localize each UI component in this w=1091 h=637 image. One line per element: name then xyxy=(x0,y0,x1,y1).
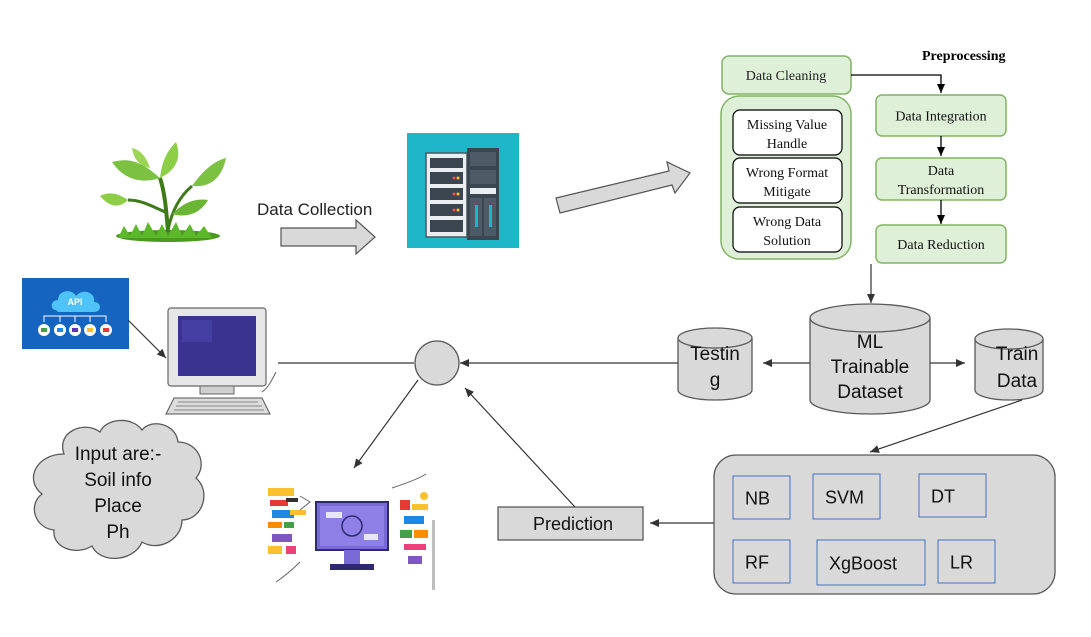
data-cleaning-label: Data Cleaning xyxy=(746,69,826,84)
input-cloud xyxy=(32,419,205,559)
data-collection-label: Data Collection xyxy=(257,200,372,219)
hub-circle xyxy=(414,340,460,386)
server-icon xyxy=(407,133,519,248)
model-box xyxy=(732,539,791,584)
input-cloud-label: Place xyxy=(94,496,142,517)
api-to-computer-connector xyxy=(127,319,167,359)
train-data-label: Train xyxy=(996,344,1039,365)
model-label: SVM xyxy=(825,488,864,508)
cleaning-item-label: Handle xyxy=(767,137,807,152)
model-label: DT xyxy=(931,487,955,507)
preprocessing-step-label: Data Integration xyxy=(895,110,986,125)
preprocessing-step-label: Data Reduction xyxy=(897,238,984,253)
preprocessing-title: Preprocessing xyxy=(922,49,1005,64)
preprocessing-step-label: Data xyxy=(928,164,955,179)
model-box xyxy=(816,539,926,586)
model-label: XgBoost xyxy=(829,554,897,574)
model-box xyxy=(732,475,791,520)
train-to-models-connector xyxy=(869,399,1023,453)
train-data-cylinder xyxy=(974,328,1044,401)
preprocessing-step-box xyxy=(875,224,1007,264)
cleaning-item-label: Missing Value xyxy=(747,118,827,133)
models-group xyxy=(713,454,1056,595)
train-data-label: Data xyxy=(997,371,1038,392)
input-cloud-label: Ph xyxy=(106,522,129,543)
to-preprocessing-arrow xyxy=(555,160,691,214)
model-box xyxy=(918,473,987,518)
api-icon: API xyxy=(22,278,129,349)
testing-label: g xyxy=(710,370,721,391)
data-collection-arrow xyxy=(280,218,376,256)
model-label: LR xyxy=(950,553,973,573)
plant-icon xyxy=(100,142,226,242)
cleaning-item-box xyxy=(732,206,843,253)
computer-icon xyxy=(165,307,277,415)
cleaning-item-box xyxy=(732,109,843,156)
prediction-to-hub-connector xyxy=(464,387,576,508)
cleaning-item-label: Wrong Format xyxy=(746,166,828,181)
hub-to-output-connector xyxy=(353,379,419,469)
ml-analysis-illustration xyxy=(268,473,435,590)
dataset-label: Dataset xyxy=(837,382,903,403)
testing-label: Testin xyxy=(690,344,740,365)
preprocessing-step-label: Transformation xyxy=(898,183,985,198)
testing-cylinder xyxy=(677,327,753,401)
prediction-label: Prediction xyxy=(533,514,613,534)
cleaning-item-label: Mitigate xyxy=(763,185,810,200)
prediction-box xyxy=(497,506,644,541)
input-cloud-label: Soil info xyxy=(84,470,152,491)
cleaning-item-label: Solution xyxy=(763,234,810,249)
cleaning-to-integration-connector xyxy=(851,74,945,93)
cleaning-item-label: Wrong Data xyxy=(753,215,822,230)
api-label: API xyxy=(67,297,82,307)
dataset-label: ML xyxy=(857,332,883,353)
dataset-label: Trainable xyxy=(831,357,910,378)
model-box xyxy=(812,473,881,520)
input-cloud-label: Input are:- xyxy=(75,444,162,465)
cleaning-item-box xyxy=(732,157,843,204)
model-label: NB xyxy=(745,489,770,509)
model-box xyxy=(937,539,996,584)
model-label: RF xyxy=(745,553,769,573)
dataset-cylinder xyxy=(809,303,931,415)
